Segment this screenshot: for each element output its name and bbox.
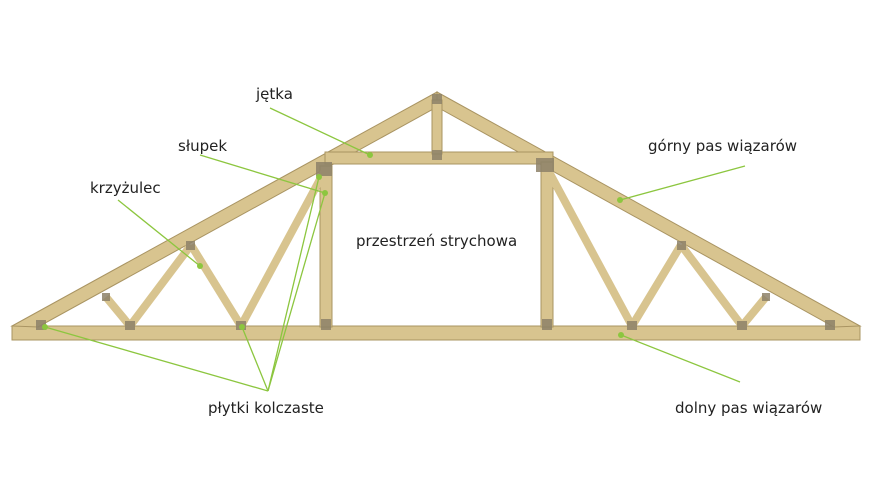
nail-plate bbox=[825, 320, 835, 330]
web-member bbox=[237, 170, 328, 328]
label-krzyzulec: krzyżulec bbox=[90, 179, 161, 197]
nail-plate bbox=[321, 319, 331, 330]
nail-plate bbox=[432, 94, 442, 104]
nail-plate bbox=[536, 158, 554, 172]
nail-plate bbox=[627, 321, 637, 330]
marker-dot bbox=[239, 324, 245, 330]
leader-gorny-pas bbox=[619, 165, 746, 201]
marker-dot bbox=[617, 197, 623, 203]
label-jetka: jętka bbox=[256, 85, 293, 103]
nail-plate bbox=[542, 319, 552, 330]
marker-dot bbox=[618, 332, 624, 338]
leader-jetka bbox=[269, 107, 371, 156]
leader-krzyzulec bbox=[117, 199, 201, 267]
nail-plate bbox=[102, 293, 110, 301]
marker-dot bbox=[322, 190, 328, 196]
nail-plate bbox=[432, 150, 442, 160]
bottom-chord bbox=[11, 325, 861, 341]
leader-slupek bbox=[199, 154, 326, 194]
nail-plate bbox=[316, 162, 332, 176]
marker-dot bbox=[316, 174, 322, 180]
marker-dot bbox=[367, 152, 373, 158]
marker-dot bbox=[197, 263, 203, 269]
nail-plate bbox=[737, 321, 747, 330]
label-przestrzen-strychowa: przestrzeń strychowa bbox=[356, 232, 518, 250]
leader-lines bbox=[44, 107, 746, 392]
marker-dot bbox=[42, 324, 48, 330]
leader-plytki-3 bbox=[267, 176, 320, 392]
nail-plate bbox=[677, 241, 686, 250]
nail-plate bbox=[186, 241, 195, 250]
leader-dots bbox=[42, 152, 624, 338]
nail-plate bbox=[36, 320, 46, 330]
web-member bbox=[544, 168, 636, 328]
web-member bbox=[628, 242, 685, 329]
post-right bbox=[540, 161, 554, 328]
leader-dolny-pas bbox=[620, 334, 741, 383]
king-post bbox=[431, 99, 443, 155]
leader-plytki-1 bbox=[44, 326, 269, 392]
label-slupek: słupek bbox=[178, 137, 228, 155]
label-dolny-pas: dolny pas wiązarów bbox=[675, 399, 823, 417]
nail-plate bbox=[125, 321, 135, 330]
post-left bbox=[319, 165, 333, 328]
web-member bbox=[677, 242, 746, 329]
leader-plytki-4 bbox=[267, 192, 326, 392]
web-member bbox=[126, 242, 195, 329]
leader-plytki-2 bbox=[241, 326, 269, 392]
label-gorny-pas: górny pas wiązarów bbox=[648, 137, 798, 155]
label-plytki-kolczaste: płytki kolczaste bbox=[208, 399, 324, 417]
web-member bbox=[187, 242, 245, 329]
nail-plate bbox=[762, 293, 770, 301]
